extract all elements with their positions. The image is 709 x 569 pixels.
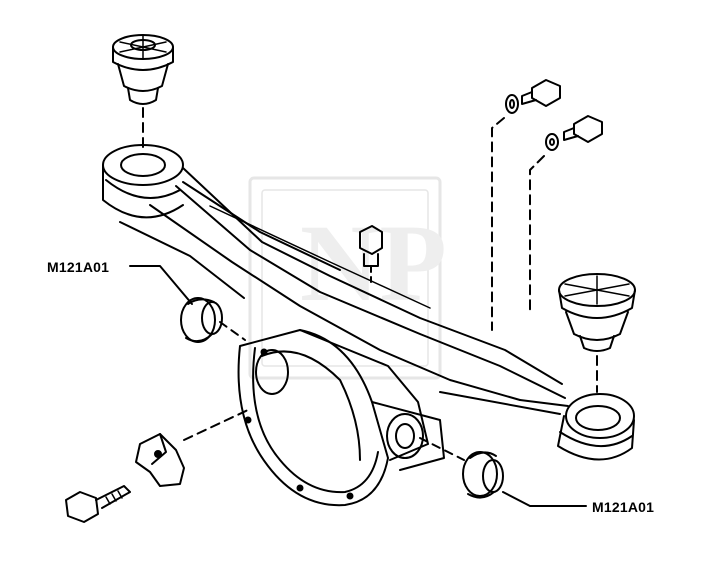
upper-bolt-2 xyxy=(545,115,603,151)
bell-housing xyxy=(237,329,445,507)
center-stud xyxy=(359,225,383,283)
callout-label-right[interactable]: M121A01 xyxy=(592,499,655,515)
callout-label-left[interactable]: M121A01 xyxy=(47,259,110,275)
long-bolt xyxy=(65,485,131,523)
upper-bolt-1-guide-line xyxy=(491,117,505,331)
right-bush-guide-line xyxy=(419,437,465,461)
left-bush-guide-line xyxy=(219,321,246,341)
right-mount-bush xyxy=(558,273,636,352)
left-small-bush xyxy=(180,297,223,343)
bolt-guide-line xyxy=(183,409,249,441)
leader-line-left xyxy=(129,265,193,305)
right-small-bush xyxy=(462,451,504,499)
callout-leaders xyxy=(129,265,587,507)
leader-line-right xyxy=(502,491,587,507)
watermark-logo: NP xyxy=(248,176,447,380)
upper-bolt-1 xyxy=(505,79,561,114)
mounting-bracket xyxy=(135,433,185,487)
top-left-mount-bush xyxy=(112,34,174,105)
upper-bolt-2-guide-line xyxy=(529,155,545,313)
crossmember-body xyxy=(102,144,635,461)
